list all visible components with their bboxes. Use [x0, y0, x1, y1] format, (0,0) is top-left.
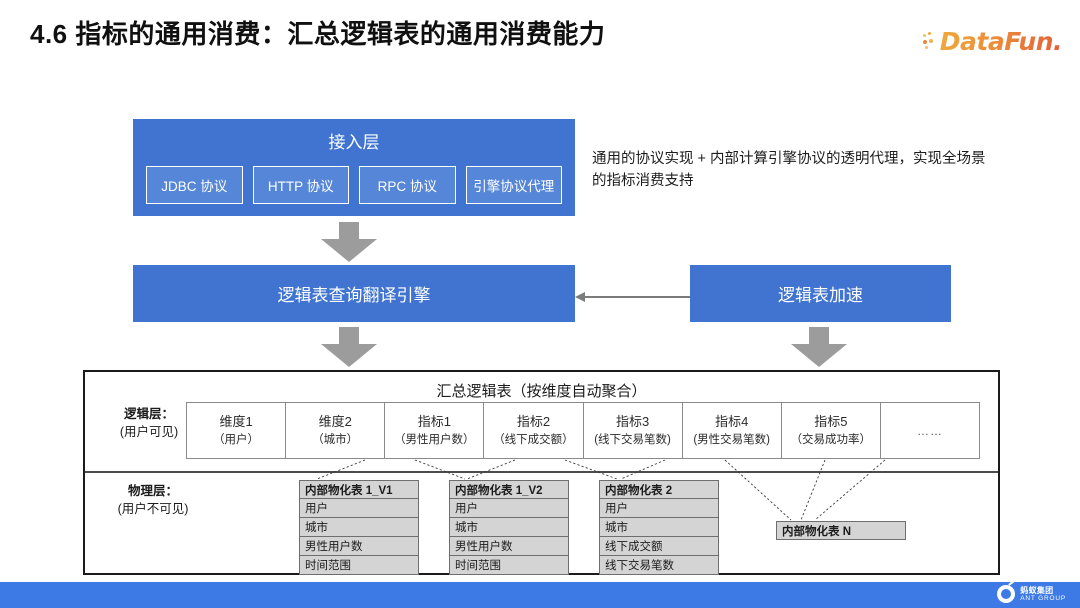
physical-layer-label: 物理层： (用户不可见) [103, 482, 203, 518]
physical-table-field: 时间范围 [299, 556, 419, 575]
physical-table-field: 城市 [449, 518, 569, 537]
logical-column-name: 维度2 [318, 413, 352, 429]
logical-table-query-engine-box: 逻辑表查询翻译引擎 [133, 265, 575, 322]
logical-layer-label-main: 逻辑层： [123, 407, 174, 421]
logical-column-name: 指标3 [615, 413, 650, 429]
ant-mark-icon [997, 585, 1016, 603]
logical-column-metric3[interactable]: 指标3 (线下交易笔数) [582, 402, 682, 459]
access-layer-panel: 接入层 JDBC 协议 HTTP 协议 RPC 协议 引擎协议代理 [133, 119, 575, 216]
logical-columns-row: 维度1 （用户） 维度2 （城市） 指标1 （男性用户数） 指标2 （线下成交额… [186, 402, 980, 459]
physical-table-field: 线下交易笔数 [599, 556, 719, 575]
physical-table-2[interactable]: 内部物化表 2 用户 城市 线下成交额 线下交易笔数 [599, 480, 719, 575]
physical-table-1-v2[interactable]: 内部物化表 1_V2 用户 城市 男性用户数 时间范围 [449, 480, 569, 575]
arrow-left-icon-accel-to-engine [575, 292, 690, 302]
physical-table-field: 时间范围 [449, 556, 569, 575]
physical-layer-label-sub: (用户不可见) [117, 502, 189, 517]
physical-table-name: 内部物化表 2 [599, 480, 719, 499]
protocol-chip-rpc[interactable]: RPC 协议 [359, 166, 456, 204]
physical-table-field: 用户 [599, 499, 719, 518]
physical-table-name: 内部物化表 1_V2 [449, 480, 569, 499]
physical-table-name: 内部物化表 N [776, 521, 906, 540]
arrow-down-icon-access-to-engine [321, 222, 377, 262]
arrow-down-icon-accel-to-summary [791, 327, 847, 367]
page-title: 4.6 指标的通用消费：汇总逻辑表的通用消费能力 [30, 19, 606, 49]
logical-column-metric1[interactable]: 指标1 （男性用户数） [384, 402, 484, 459]
ant-group-text: 蚂蚁集团 ANT GROUP [1020, 586, 1066, 603]
logical-column-desc: （线下成交额） [493, 433, 574, 446]
logical-column-more[interactable]: …… [879, 402, 980, 459]
physical-table-field: 城市 [299, 518, 419, 537]
datafun-dots-icon [922, 32, 937, 50]
logical-column-desc: （城市） [312, 433, 359, 446]
protocol-chip-row: JDBC 协议 HTTP 协议 RPC 协议 引擎协议代理 [146, 166, 562, 204]
logical-column-dim1[interactable]: 维度1 （用户） [186, 402, 286, 459]
access-layer-note: 通用的协议实现 + 内部计算引擎协议的透明代理，实现全场景的指标消费支持 [592, 151, 986, 190]
logical-column-desc: (男性交易笔数) [693, 433, 771, 446]
logical-column-dim2[interactable]: 维度2 （城市） [285, 402, 385, 459]
access-layer-title: 接入层 [328, 133, 380, 152]
ant-group-en: ANT GROUP [1020, 594, 1066, 602]
summary-logical-table-panel: 汇总逻辑表（按维度自动聚合） 逻辑层： (用户可见) 物理层： (用户不可见) … [83, 370, 1000, 575]
physical-layer-label-main: 物理层： [127, 484, 178, 498]
logical-column-desc: （男性用户数） [394, 433, 475, 446]
arrow-down-icon-engine-to-summary [321, 327, 377, 367]
logical-column-name: 指标4 [715, 413, 749, 429]
logical-column-metric5[interactable]: 指标5 （交易成功率） [780, 402, 880, 459]
protocol-chip-engine-proxy[interactable]: 引擎协议代理 [465, 166, 562, 204]
logical-column-metric4[interactable]: 指标4 (男性交易笔数) [681, 402, 781, 459]
physical-table-field: 男性用户数 [449, 537, 569, 556]
datafun-logo: DataFun. [922, 26, 1063, 56]
logical-column-name: 指标2 [516, 413, 551, 429]
footer-bar: 蚂蚁集团 ANT GROUP [0, 582, 1080, 608]
physical-table-field: 城市 [599, 518, 719, 537]
physical-table-1-v1[interactable]: 内部物化表 1_V1 用户 城市 男性用户数 时间范围 [299, 480, 419, 575]
physical-table-field: 用户 [299, 499, 419, 518]
physical-table-name: 内部物化表 1_V1 [299, 480, 419, 499]
logical-column-name: 维度1 [219, 413, 253, 429]
logical-column-name: 指标1 [417, 413, 451, 429]
logical-column-desc: （交易成功率） [790, 433, 872, 446]
logical-column-desc: （用户） [213, 433, 260, 446]
logical-layer-label-sub: (用户可见) [119, 425, 179, 440]
physical-table-field: 男性用户数 [299, 537, 419, 556]
logical-table-acceleration-box: 逻辑表加速 [690, 265, 951, 322]
datafun-wordmark: DataFun. [939, 26, 1063, 56]
protocol-chip-http[interactable]: HTTP 协议 [252, 166, 349, 204]
summary-logical-table-title: 汇总逻辑表（按维度自动聚合） [436, 383, 647, 400]
physical-table-n[interactable]: 内部物化表 N [776, 521, 906, 540]
physical-table-field: 线下成交额 [599, 537, 719, 556]
layer-divider [85, 471, 998, 473]
ant-group-logo: 蚂蚁集团 ANT GROUP [997, 585, 1066, 603]
logical-column-metric2[interactable]: 指标2 （线下成交额） [483, 402, 583, 459]
physical-table-field: 用户 [449, 499, 569, 518]
logical-column-desc: (线下交易笔数) [594, 433, 671, 446]
logical-column-name: 指标5 [814, 413, 848, 429]
ant-group-cn: 蚂蚁集团 [1020, 585, 1054, 595]
protocol-chip-jdbc[interactable]: JDBC 协议 [146, 166, 243, 204]
logical-column-desc: …… [916, 423, 943, 438]
logical-layer-label: 逻辑层： (用户可见) [103, 405, 195, 441]
